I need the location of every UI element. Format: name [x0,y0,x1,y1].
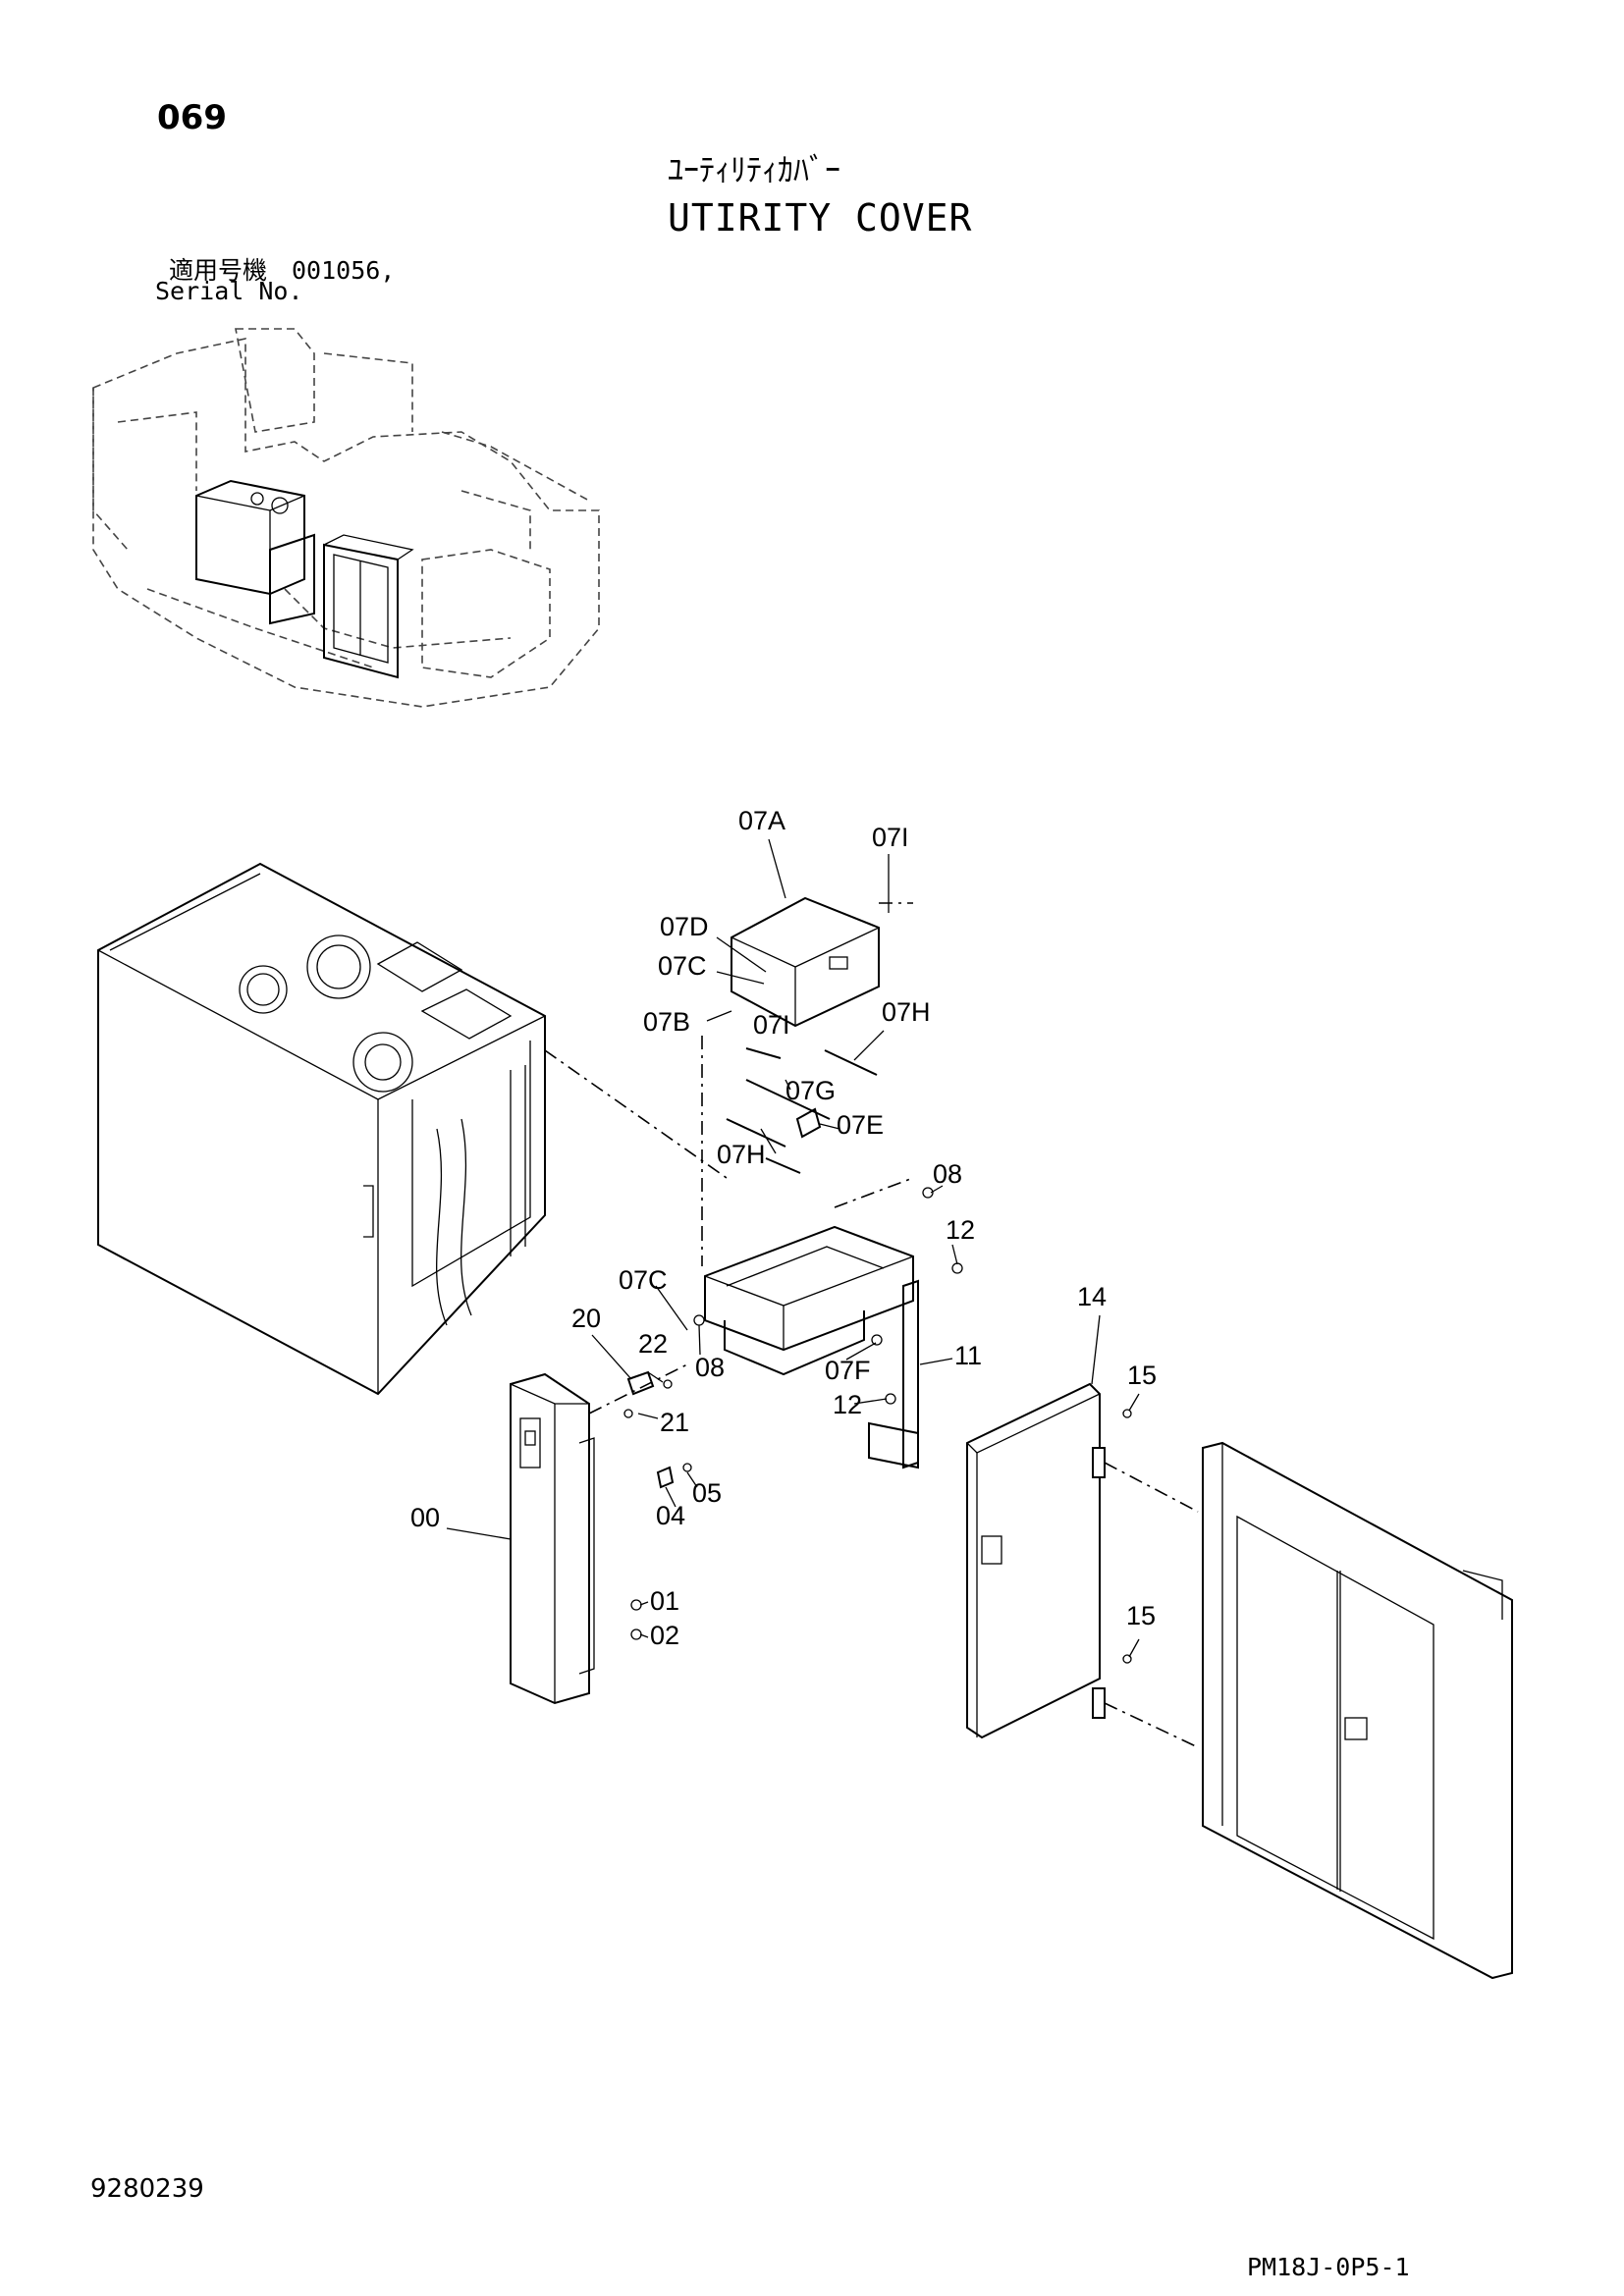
door-frame [1202,1441,1513,1980]
callout-07E: 07E [837,1110,884,1140]
callout-07C-top: 07C [658,951,707,981]
serial-label-english: Serial No. [155,277,303,305]
title-japanese: ﾕｰﾃｨﾘﾃｨｶﾊﾞｰ [668,151,841,188]
callout-01: 01 [650,1586,679,1616]
callout-07I-mid: 07I [753,1010,790,1040]
callout-15-top: 15 [1127,1361,1157,1390]
callout-12-low: 12 [833,1390,862,1419]
tool-box-tray [704,1225,914,1376]
callout-07H-left: 07H [717,1140,766,1169]
callout-08-low: 08 [695,1353,725,1382]
hydraulic-tank [97,862,546,1396]
callout-07D: 07D [660,912,709,941]
leader-lines [446,838,1140,1658]
callout-07G: 07G [785,1076,836,1105]
callout-07C-low: 07C [619,1265,668,1295]
callout-15-low: 15 [1126,1601,1156,1630]
callout-05: 05 [692,1478,722,1508]
machine-overview-sketch [92,328,600,708]
title-english: UTIRITY COVER [668,196,973,240]
callout-04: 04 [656,1501,685,1530]
callout-14: 14 [1077,1282,1107,1311]
callout-labels: 07A 07I 07D 07C 07B 07I 07H 07G 07H 07E … [410,806,1157,1650]
callout-07A: 07A [738,806,785,835]
assembly-lines [544,902,1199,1748]
side-door [966,1382,1106,1739]
callout-00: 00 [410,1503,440,1532]
callout-11: 11 [954,1341,982,1370]
tool-box-lid [731,896,880,1028]
drawing-number: 9280239 [90,2174,204,2204]
callout-20: 20 [571,1304,601,1333]
front-cover-panel [510,1372,595,1705]
callout-22: 22 [638,1329,668,1359]
support-bracket [868,1279,919,1469]
small-hardware [623,1187,1132,1664]
callout-02: 02 [650,1621,679,1650]
bracket-07E [795,1107,822,1139]
page-number: 069 [157,98,227,137]
sheet-code: PM18J-0P5-1 [1247,2253,1410,2281]
serial-label-japanese: 適用号機 001056, [169,256,396,285]
callout-07H-right: 07H [882,997,931,1027]
callout-21: 21 [660,1408,689,1437]
callout-07B: 07B [643,1007,690,1037]
callout-07I-top: 07I [872,823,909,852]
callout-08-top: 08 [933,1159,962,1189]
callout-12-top: 12 [946,1215,975,1245]
callout-07F: 07F [825,1356,871,1385]
